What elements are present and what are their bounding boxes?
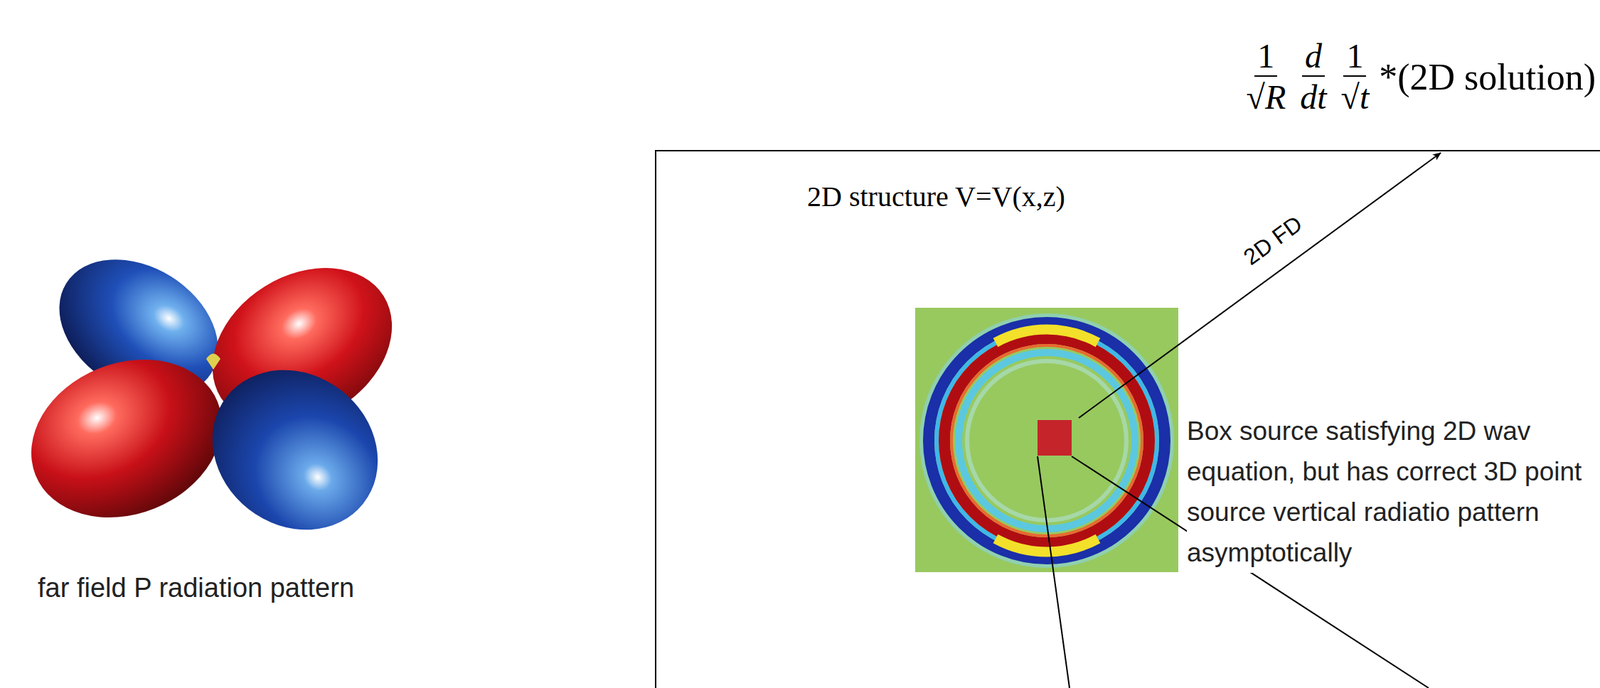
pattern-caption: far field P radiation pattern xyxy=(37,573,355,604)
box-source xyxy=(1037,420,1072,456)
wave-ring xyxy=(951,345,1143,537)
lobe-join xyxy=(206,354,221,371)
wave-ring xyxy=(967,361,1127,521)
wavefield-image xyxy=(915,307,1179,573)
wave-ring xyxy=(936,330,1157,552)
numerator: d xyxy=(1302,38,1325,77)
denominator: √t xyxy=(1338,76,1373,116)
denominator: dt xyxy=(1297,76,1330,116)
box-title: 2D structure V=V(x,z) xyxy=(807,179,1066,214)
numerator: 1 xyxy=(1343,38,1367,77)
fd-arrow xyxy=(1078,152,1441,419)
formula: 1√Rddt1√t*(2D solution) xyxy=(1239,38,1596,116)
fraction: 1√R xyxy=(1243,38,1290,116)
wave-ring xyxy=(944,338,1150,544)
numerator: 1 xyxy=(1254,38,1278,77)
lobe xyxy=(7,332,246,546)
formula-tail: *(2D solution) xyxy=(1378,56,1596,99)
fraction: 1√t xyxy=(1338,38,1373,116)
fraction: ddt xyxy=(1297,38,1330,116)
arrow-label: 2D FD xyxy=(1238,210,1308,271)
wave-ring-yellow xyxy=(995,329,1098,343)
lobe xyxy=(180,337,411,563)
wave-ring-yellow xyxy=(995,539,1098,552)
wavefield-ground xyxy=(915,307,1179,573)
callout-text: Box source satisfying 2D wav equation, b… xyxy=(1186,411,1594,574)
radiation-pattern xyxy=(7,231,421,563)
wave-ring xyxy=(958,352,1135,530)
leader-line xyxy=(1037,456,1070,688)
denominator: √R xyxy=(1243,76,1290,116)
